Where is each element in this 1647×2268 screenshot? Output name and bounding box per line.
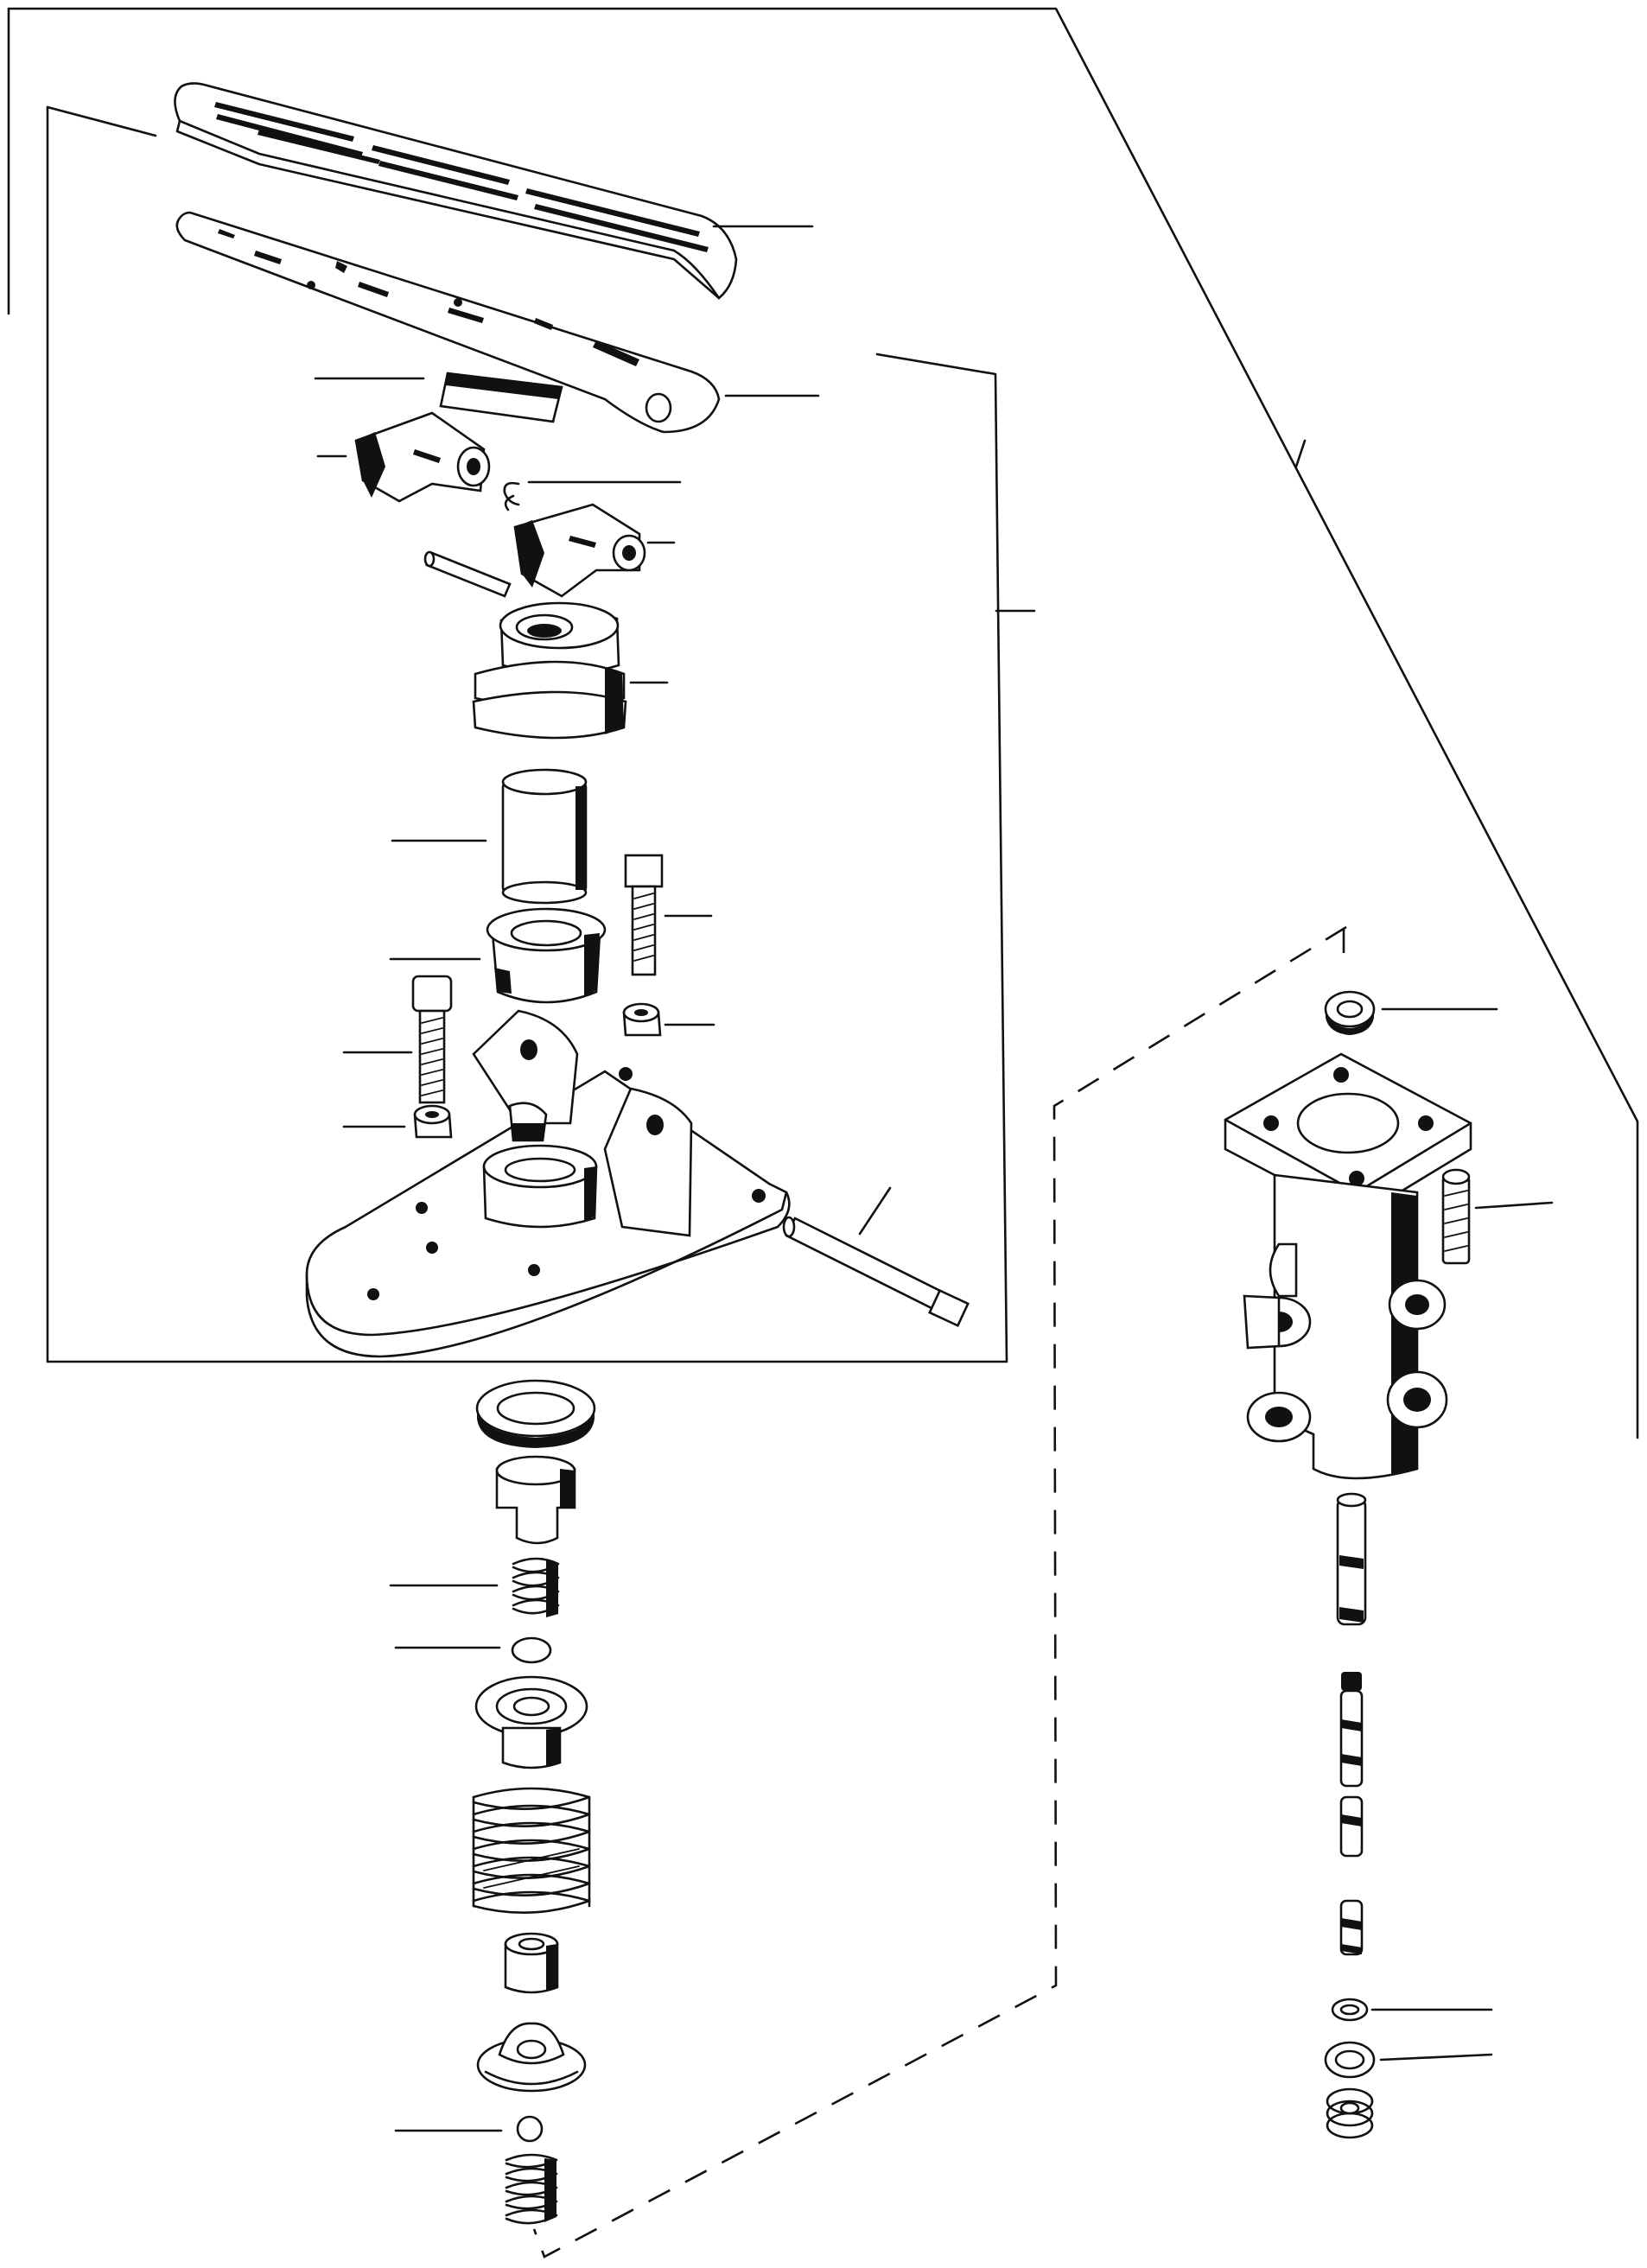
bolt-left <box>411 975 453 1104</box>
seal-washer <box>475 1379 596 1448</box>
seal-ring <box>1324 2041 1376 2079</box>
large-spring <box>472 1787 591 1915</box>
pivot-block-left <box>354 411 491 503</box>
sleeve <box>504 1932 559 1994</box>
circlip <box>503 481 520 511</box>
o-ring <box>1331 1998 1369 2022</box>
outer-frame <box>7 7 1639 1439</box>
boot <box>472 601 627 740</box>
pivot-block-right <box>513 503 646 598</box>
base-plate <box>305 1009 791 1358</box>
spring-seat <box>474 1675 588 1769</box>
rubber-pad <box>439 372 563 423</box>
pedal-assembly-frame <box>46 105 1036 1363</box>
dowel-pin <box>423 550 512 598</box>
seal-ring-leader <box>1379 2053 1493 2062</box>
ball <box>511 1636 552 1664</box>
mounting-screw-leader <box>1474 1201 1554 1210</box>
pedal-arm <box>175 211 721 434</box>
pivot-pin <box>782 1216 970 1328</box>
nut-left <box>413 1104 453 1139</box>
nut-right <box>622 1002 662 1037</box>
valve-dashed-bracket <box>532 925 1347 2258</box>
bushing <box>486 907 607 1004</box>
bolt-right <box>624 854 664 976</box>
valve-spool <box>1336 1492 1367 1956</box>
small-spring <box>512 1557 560 1617</box>
cup-seat <box>476 2022 587 2093</box>
assembly-leader <box>1294 439 1307 468</box>
mounting-screw <box>1441 1168 1471 1265</box>
piston-cap <box>495 1455 576 1545</box>
end-spring <box>1326 2087 1374 2139</box>
lower-ball <box>516 2115 544 2143</box>
plunger <box>501 768 588 905</box>
valve-washer <box>1324 990 1376 1035</box>
pivot-pin-leader <box>858 1186 892 1236</box>
pedal-pad <box>174 82 738 300</box>
valve-body <box>1224 1052 1472 1480</box>
lower-spring <box>505 2153 558 2225</box>
